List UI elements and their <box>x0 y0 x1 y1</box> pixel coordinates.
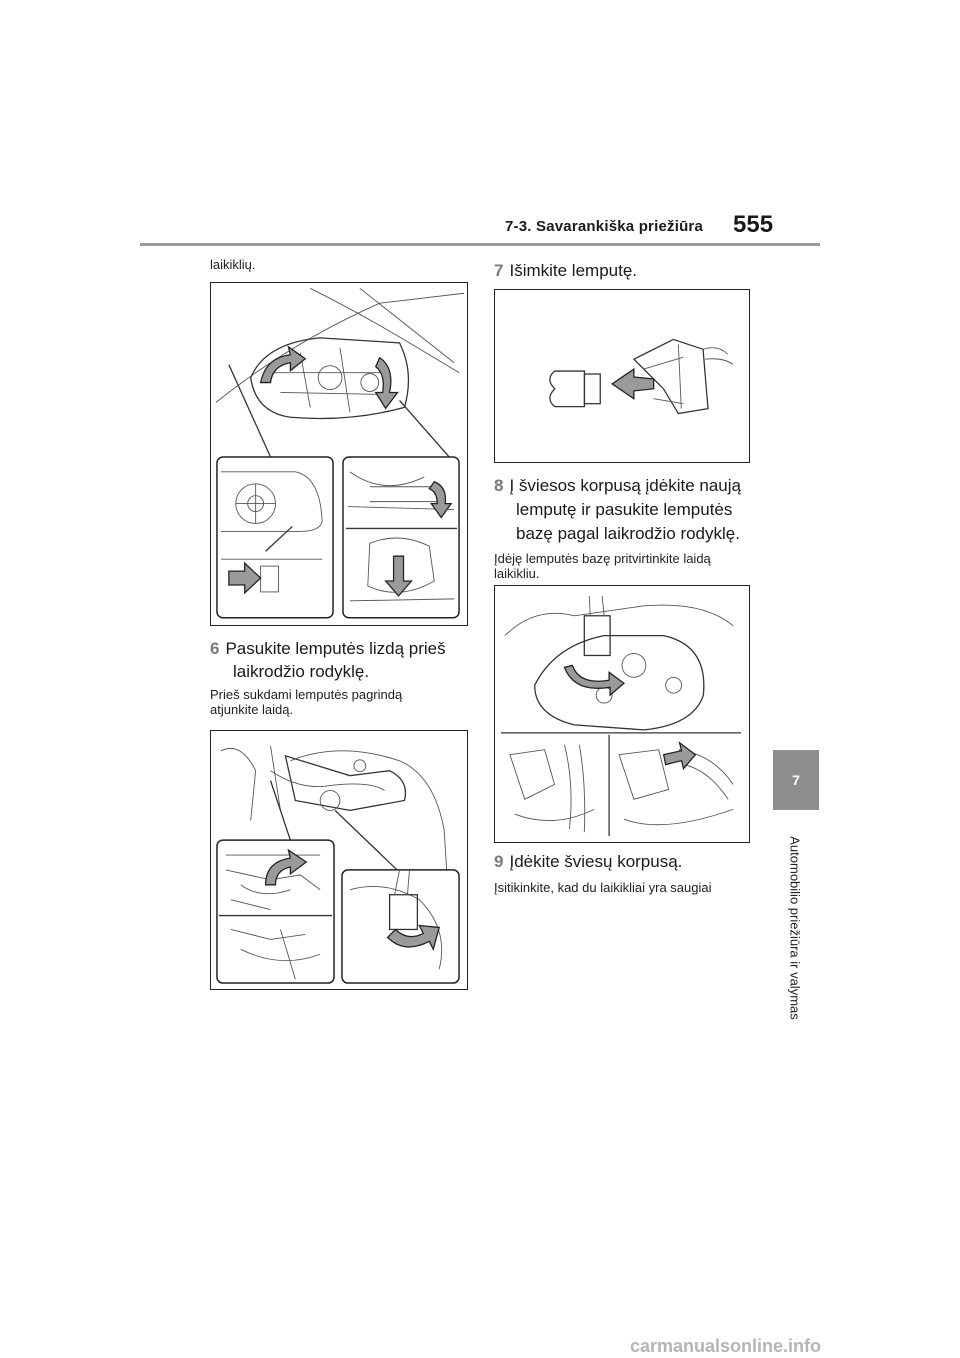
step-9: 9 Įdėkite šviesų korpusą. <box>494 849 754 874</box>
chapter-side-title: Automobilio priežiūra ir valymas <box>775 816 815 1040</box>
step-6-note-line1: Prieš sukdami lemputės pagrindą <box>210 687 403 702</box>
figure-remove-bulb <box>494 289 750 463</box>
step-6-text-line1: Pasukite lemputės lizdą prieš <box>225 639 446 658</box>
section-title: 7-3. Savarankiška priežiūra <box>505 218 704 235</box>
step-8-text-line1: Į šviesos korpusą įdėkite naują <box>509 476 741 495</box>
step-8-cont2: bazę pagal laikrodžio rodyklę. <box>516 524 740 543</box>
figure-install-bulb-drawing <box>500 595 742 837</box>
step-6-cont: laikrodžio rodyklę. <box>233 662 370 681</box>
step-9-note: Įsitikinkite, kad du laikikliai yra saug… <box>494 880 712 895</box>
step-7-number: 7 <box>494 261 504 280</box>
step-6-note-line2: atjunkite laidą. <box>210 702 294 717</box>
step-8-note-line1: Įdėję lemputės bazę pritvirtinkite laidą <box>494 551 711 566</box>
step-9-text: Įdėkite šviesų korpusą. <box>509 852 683 871</box>
header-divider <box>140 243 820 246</box>
step-8: 8 Į šviesos korpusą įdėkite naują <box>494 473 754 498</box>
figure-turn-socket-drawing <box>216 745 460 984</box>
chapter-tab: 7 <box>773 750 819 810</box>
step-7: 7 Išimkite lemputę. <box>494 258 754 283</box>
chapter-side-title-text: Automobilio priežiūra ir valymas <box>787 836 803 1020</box>
figure-install-bulb <box>494 585 750 843</box>
page-number: 555 <box>733 211 774 238</box>
step-8-cont1: lemputę ir pasukite lemputės <box>516 500 733 519</box>
figure-remove-bulb-drawing <box>549 338 733 415</box>
step-7-text: Išimkite lemputę. <box>509 261 638 280</box>
continuation-text: laikiklių. <box>210 257 256 272</box>
step-6-number: 6 <box>210 639 220 658</box>
step-8-number: 8 <box>494 476 504 495</box>
watermark: carmanualsonline.info <box>630 1336 822 1356</box>
step-9-number: 9 <box>494 852 504 871</box>
figure-remove-clips <box>210 282 468 626</box>
step-6: 6 Pasukite lemputės lizdą prieš <box>210 636 470 661</box>
figure-turn-socket <box>210 730 468 990</box>
figure-remove-clips-drawing <box>215 287 465 619</box>
step-8-note-line2: laikikliu. <box>494 566 540 581</box>
